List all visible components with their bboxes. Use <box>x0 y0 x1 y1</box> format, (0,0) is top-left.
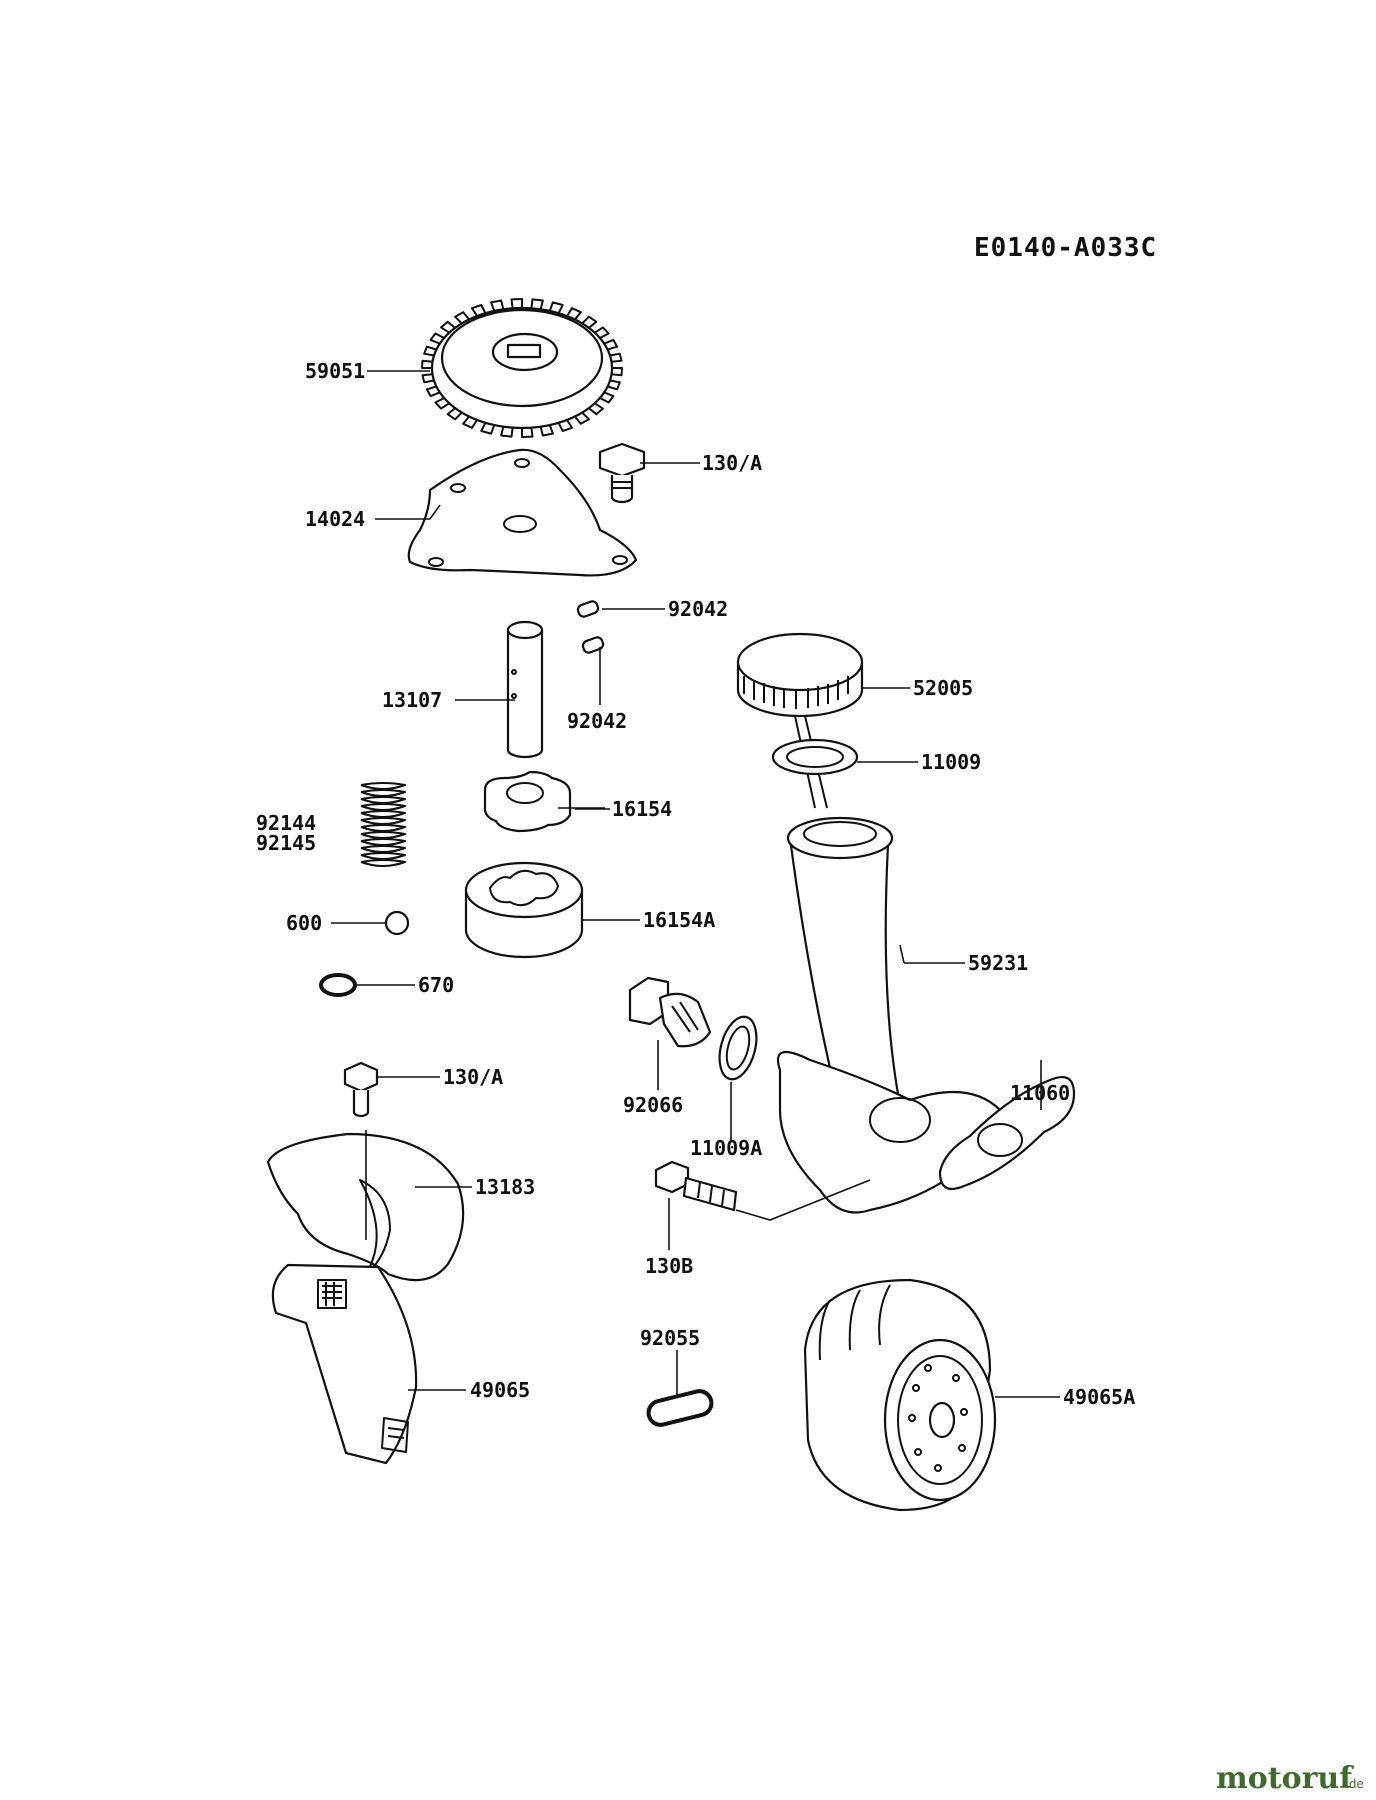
label-92055: 92055 <box>640 1326 700 1350</box>
label-13107: 13107 <box>382 688 442 712</box>
rotor-16154a-drawing <box>464 861 584 959</box>
washer-11009a-drawing <box>718 1015 758 1081</box>
oring-670-drawing <box>319 973 357 997</box>
watermark: motoruf .de <box>1216 1761 1364 1796</box>
watermark-suffix: .de <box>1345 1777 1364 1791</box>
label-130a-top: 130/A <box>702 451 762 475</box>
label-130a-bottom: 130/A <box>443 1065 503 1089</box>
bolt-130a-bottom-drawing <box>343 1061 379 1118</box>
label-13183: 13183 <box>475 1175 535 1199</box>
label-670: 670 <box>418 973 454 997</box>
label-49065a: 49065A <box>1063 1385 1135 1409</box>
label-52005: 52005 <box>913 676 973 700</box>
ball-600-drawing <box>384 910 410 936</box>
ring-11009-drawing <box>771 738 859 776</box>
label-92066: 92066 <box>623 1093 683 1117</box>
label-14024: 14024 <box>305 507 365 531</box>
leader-lines <box>331 370 1060 1398</box>
watermark-text: motoruf <box>1216 1761 1354 1796</box>
label-49065: 49065 <box>470 1378 530 1402</box>
oring-92055-drawing <box>646 1389 714 1427</box>
label-11009: 11009 <box>921 750 981 774</box>
filter-49065a-drawing <box>803 1278 997 1512</box>
plate-14024-drawing <box>407 448 638 577</box>
diagram-code: E0140-A033C <box>974 233 1157 263</box>
pipe-59231-drawing <box>777 816 1003 1214</box>
label-59231: 59231 <box>968 951 1028 975</box>
gear-59051-drawing <box>421 298 623 438</box>
bolt-130a-top-drawing <box>598 442 646 504</box>
label-16154a: 16154A <box>643 908 715 932</box>
label-11009a: 11009A <box>690 1136 762 1160</box>
spring-92144-drawing <box>360 782 406 867</box>
pins-92042-drawing <box>576 600 605 654</box>
cover-13183-drawing <box>266 1130 465 1282</box>
part-labels: 59051 130/A 14024 92042 92042 13107 5200… <box>256 359 1135 1409</box>
label-59051: 59051 <box>305 359 365 383</box>
bolt-130b-drawing <box>654 1160 738 1212</box>
rotor-16154-drawing <box>483 770 572 833</box>
label-130b: 130B <box>645 1254 693 1278</box>
label-92042-a: 92042 <box>668 597 728 621</box>
label-92145: 92145 <box>256 831 316 855</box>
shaft-13107-drawing <box>506 620 544 759</box>
label-16154: 16154 <box>612 797 672 821</box>
label-600: 600 <box>286 911 322 935</box>
strainer-49065-drawing <box>271 1263 418 1465</box>
label-92042-b: 92042 <box>567 709 627 733</box>
label-92144: 92144 <box>256 811 316 835</box>
label-11060: 11060 <box>1010 1081 1070 1105</box>
cap-52005-drawing <box>736 632 864 809</box>
plug-92066-drawing <box>628 976 712 1048</box>
